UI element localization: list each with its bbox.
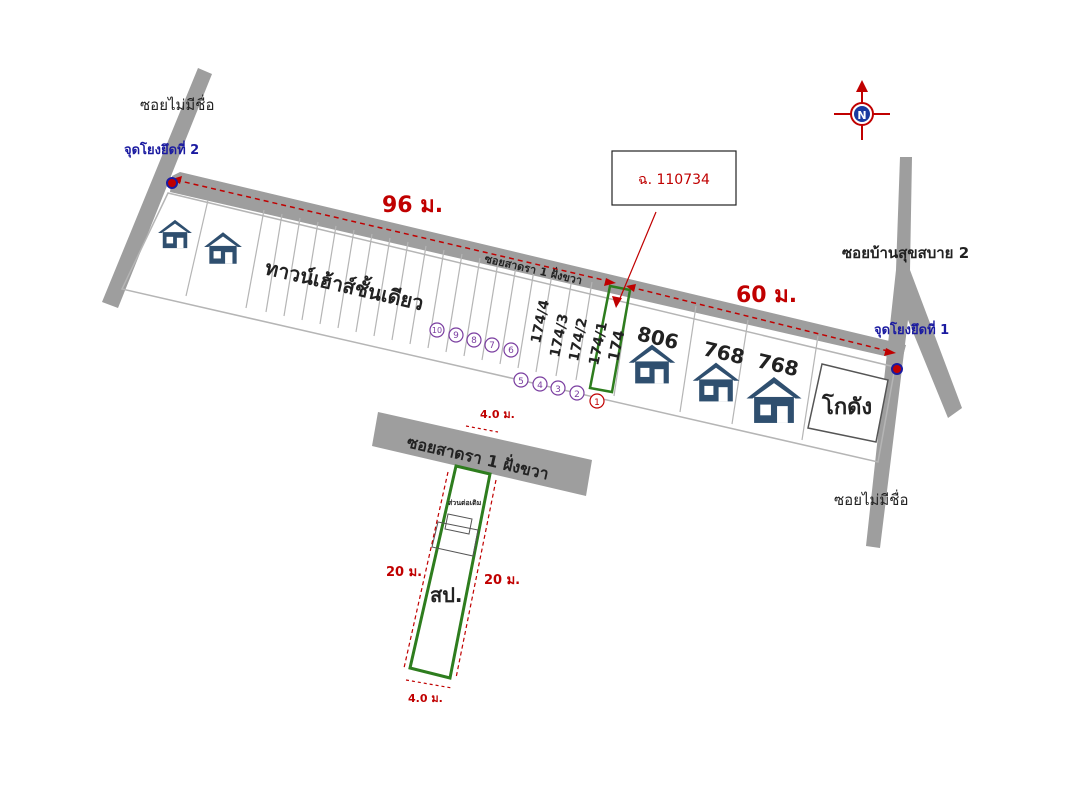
detail-width-top-line — [465, 425, 499, 433]
detail-extension-lower — [431, 521, 479, 557]
detail-structure-label: ส่วนต่อเติม — [448, 499, 482, 507]
subject-lot-174 — [588, 284, 632, 394]
distance-96-label: 96 ม. — [382, 193, 443, 218]
deed-pointer — [617, 211, 657, 304]
lot-circle-number: 1 — [594, 398, 600, 408]
lot-circles-top — [429, 322, 519, 358]
block-outline — [120, 192, 896, 463]
reference-point-2-marker — [166, 177, 178, 189]
detail-depth-left-line — [403, 471, 449, 669]
deed-pointer-head — [612, 296, 622, 308]
arrow-60-right — [884, 348, 896, 356]
arrow-96-right — [604, 278, 616, 286]
lot-circle-number: 5 — [518, 377, 524, 387]
distance-60-label: 60 ม. — [736, 283, 797, 308]
lot-circles-bottom — [513, 372, 605, 409]
lot-circle-number: 7 — [489, 341, 495, 351]
lot-circle-number: 3 — [555, 385, 561, 395]
lot-circle-number: 6 — [508, 346, 514, 356]
reference-point-2-label: จุดโยงยึดที่ 2 — [124, 140, 199, 158]
lot-circle-number: 8 — [471, 336, 477, 346]
house-icon — [204, 232, 242, 264]
lot-circle-number: 10 — [432, 326, 442, 335]
warehouse-label: โกดัง — [821, 393, 872, 420]
right-road — [866, 157, 962, 548]
dim-line-96 — [175, 179, 613, 283]
right-bottom-road-label: ซอยไม่มีชื่อ — [834, 489, 909, 509]
left-road-label: ซอยไม่มีชื่อ — [140, 94, 215, 114]
reference-point-1-label: จุดโยงยึดที่ 1 — [874, 320, 949, 338]
house-icon — [692, 362, 740, 402]
arrow-60-left — [626, 284, 636, 292]
house-icon — [158, 219, 192, 249]
townhouse-label: ทาวน์เฮ้าส์ชั้นเดียว — [263, 253, 427, 316]
compass-icon: N — [834, 80, 890, 140]
lot-circle-number: 4 — [537, 381, 543, 391]
deed-number: ฉ. 110734 — [638, 172, 710, 188]
house-number: 768 — [701, 336, 747, 369]
detail-width-bottom: 4.0 ม. — [408, 692, 443, 705]
house-icon — [746, 377, 802, 423]
warehouse-box — [807, 363, 889, 443]
detail-width-top: 4.0 ม. — [480, 408, 515, 421]
reference-point-1-marker — [891, 363, 903, 375]
right-top-road-label: ซอยบ้านสุขสบาย 2 — [842, 244, 969, 263]
main-road — [170, 172, 906, 360]
lot-dividers — [185, 199, 819, 441]
detail-soi-road — [372, 412, 592, 496]
detail-depth-right-line — [455, 479, 497, 679]
lot-circle-number: 2 — [574, 390, 580, 400]
house-number: 806 — [635, 321, 681, 354]
detail-width-bottom-line — [405, 679, 453, 689]
detail-plot-label: สป. — [430, 583, 463, 607]
compass-label: N — [857, 109, 866, 122]
lot-circle-number: 9 — [453, 331, 459, 341]
house-number: 768 — [755, 348, 801, 381]
left-road — [102, 68, 212, 308]
detail-depth-right: 20 ม. — [484, 573, 520, 588]
lot-label: 174/4 — [528, 298, 553, 345]
deed-box — [611, 150, 737, 206]
detail-depth-left: 20 ม. — [386, 565, 422, 580]
